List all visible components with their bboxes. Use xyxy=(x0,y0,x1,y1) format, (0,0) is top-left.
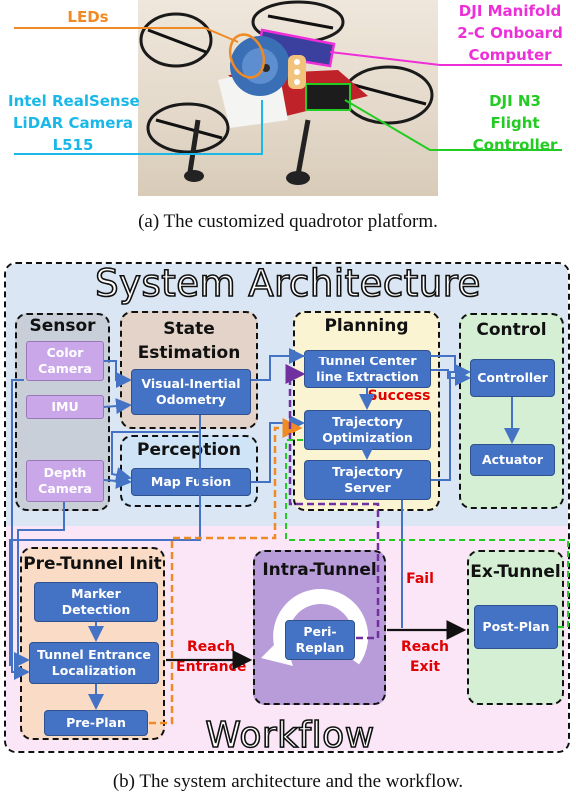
control-title: Control xyxy=(476,320,547,340)
imu-box: IMU xyxy=(26,395,104,419)
depth-camera-box: Depth Camera xyxy=(26,460,104,502)
map-fusion-box: Map Fusion xyxy=(131,468,251,496)
entrance-localization-box: Tunnel Entrance Localization xyxy=(29,642,159,684)
caption-b: (b) The system architecture and the work… xyxy=(112,771,464,792)
reach-exit-label: Reach Exit xyxy=(401,639,449,675)
color-camera-box: Color Camera xyxy=(26,341,104,381)
actuator-box: Actuator xyxy=(470,444,555,476)
marker-detection-box: Marker Detection xyxy=(34,582,158,622)
caption-a: (a) The customized quadrotor platform. xyxy=(138,211,438,232)
sensor-title: Sensor xyxy=(29,316,96,336)
vio-box: Visual-Inertial Odometry xyxy=(131,369,251,415)
ex-tunnel-title: Ex-Tunnel xyxy=(470,562,561,582)
leds-label: LEDs xyxy=(67,8,109,26)
quadrotor-drawing xyxy=(139,0,434,185)
realsense-line-2: LiDAR Camera xyxy=(13,114,133,132)
realsense-line-3: L515 xyxy=(52,136,94,154)
architecture-title: System Architecture xyxy=(94,261,481,306)
post-plan-box: Post-Plan xyxy=(474,605,558,649)
realsense-line-1: Intel RealSense xyxy=(8,92,140,110)
n3-line-3: Controller xyxy=(472,136,558,154)
manifold-label: DJI Manifold 2-C Onboard Computer xyxy=(446,0,574,66)
quadrotor-photo xyxy=(138,0,438,196)
intra-tunnel-title: Intra-Tunnel xyxy=(262,560,377,580)
peri-replan-box: Peri- Replan xyxy=(285,620,355,660)
success-label: Success xyxy=(367,388,431,404)
pre-tunnel-title: Pre-Tunnel Init xyxy=(23,554,162,574)
diagram-outer-frame xyxy=(4,262,570,753)
controller-box: Controller xyxy=(470,359,555,397)
pre-plan-box: Pre-Plan xyxy=(44,710,148,736)
n3-line-1: DJI N3 xyxy=(489,92,541,110)
n3-line-2: Flight xyxy=(490,114,540,132)
trajectory-server-box: Trajectory Server xyxy=(304,460,431,500)
manifold-line-1: DJI Manifold xyxy=(458,2,562,20)
planning-title: Planning xyxy=(324,316,409,336)
fail-label: Fail xyxy=(406,571,434,587)
perception-title: Perception xyxy=(137,440,241,460)
reach-entrance-label: Reach Entrance xyxy=(176,639,247,675)
workflow-title: Workflow xyxy=(205,714,375,757)
realsense-label: Intel RealSense LiDAR Camera L515 xyxy=(8,90,140,156)
n3-label: DJI N3 Flight Controller xyxy=(460,90,570,156)
manifold-line-2: 2-C Onboard xyxy=(457,24,563,42)
state-estimation-title: State Estimation xyxy=(137,319,241,363)
manifold-line-3: Computer xyxy=(468,46,552,64)
